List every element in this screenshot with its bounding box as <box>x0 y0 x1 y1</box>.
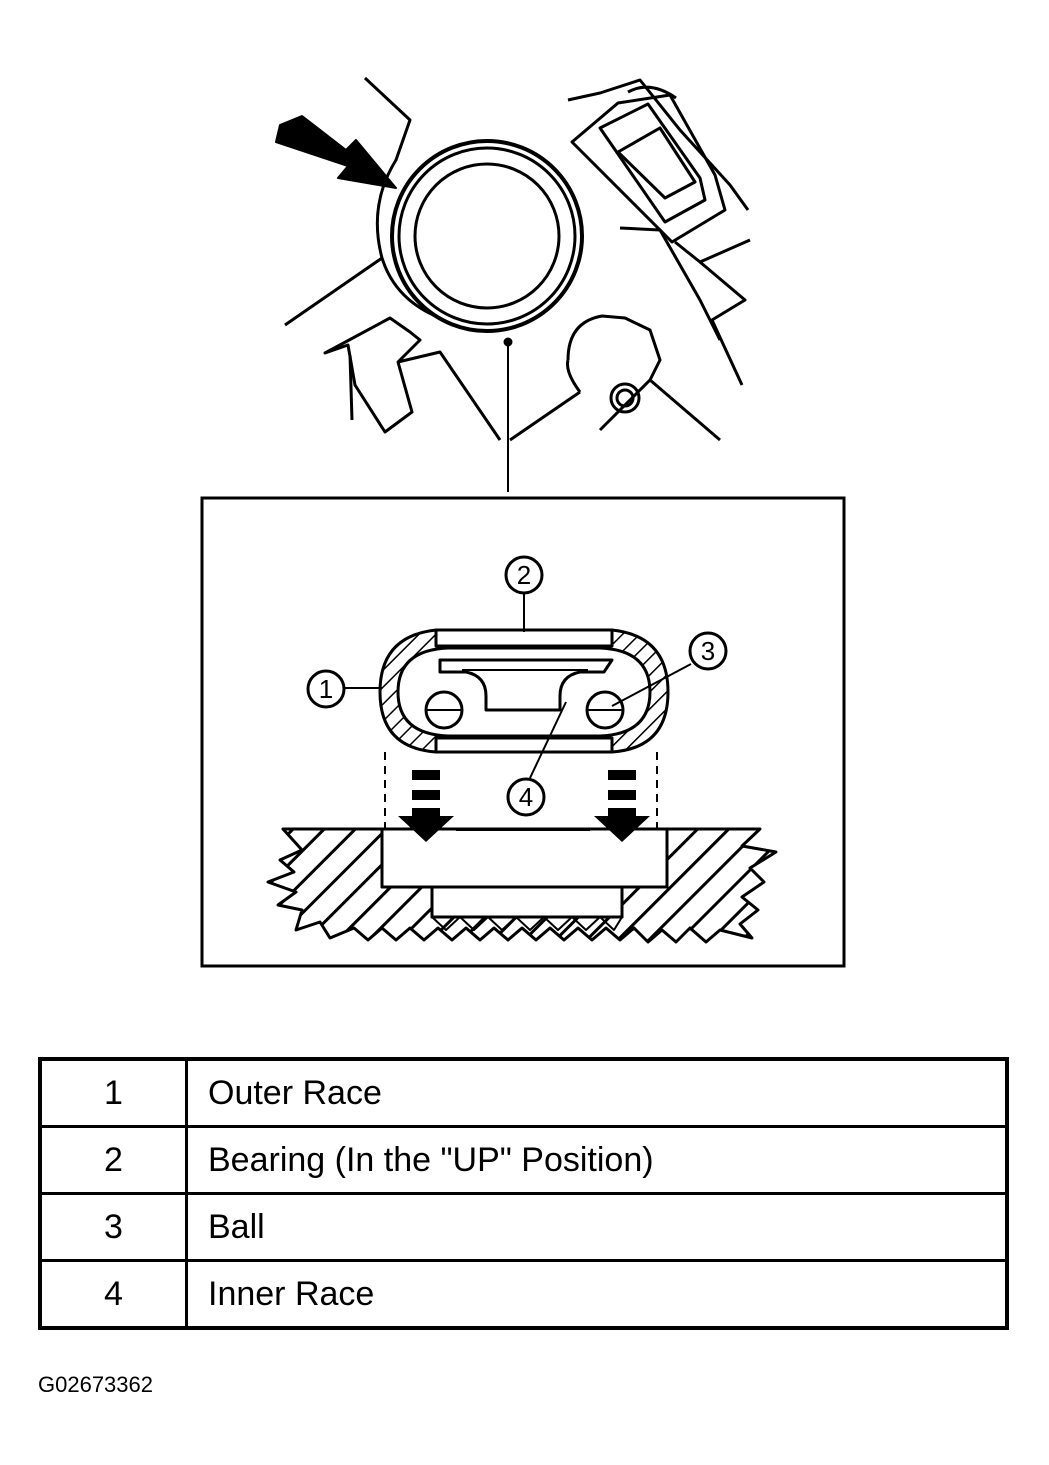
detail-frame <box>200 496 846 968</box>
table-row: 1 Outer Race <box>38 1057 1009 1128</box>
housing-view <box>275 76 751 492</box>
table-row: 3 Ball <box>38 1192 1009 1262</box>
callout-3: 3 <box>688 631 728 671</box>
svg-text:3: 3 <box>701 636 715 666</box>
legend-number: 4 <box>38 1259 188 1330</box>
legend-description: Outer Race <box>185 1057 1009 1128</box>
legend-table: 1 Outer Race 2 Bearing (In the "UP" Posi… <box>38 1057 1009 1330</box>
legend-description: Ball <box>185 1192 1009 1262</box>
press-arrows <box>398 770 650 842</box>
legend-description: Bearing (In the "UP" Position) <box>185 1125 1009 1195</box>
legend-number: 2 <box>38 1125 188 1195</box>
legend-number: 1 <box>38 1057 188 1128</box>
callout-2: 2 <box>504 555 544 595</box>
callout-1: 1 <box>306 669 346 709</box>
table-row: 4 Inner Race <box>38 1259 1009 1330</box>
bearing-installation-diagram: 2 1 3 4 <box>200 76 846 968</box>
svg-text:4: 4 <box>519 782 533 812</box>
legend-description: Inner Race <box>185 1259 1009 1330</box>
legend-number: 3 <box>38 1192 188 1262</box>
svg-text:2: 2 <box>517 560 531 590</box>
pointer-arrow <box>275 115 397 189</box>
bearing-detail <box>266 594 778 944</box>
svg-text:1: 1 <box>319 674 333 704</box>
figure-id: G02673362 <box>38 1372 153 1397</box>
table-row: 2 Bearing (In the "UP" Position) <box>38 1125 1009 1195</box>
callout-4: 4 <box>506 777 546 817</box>
